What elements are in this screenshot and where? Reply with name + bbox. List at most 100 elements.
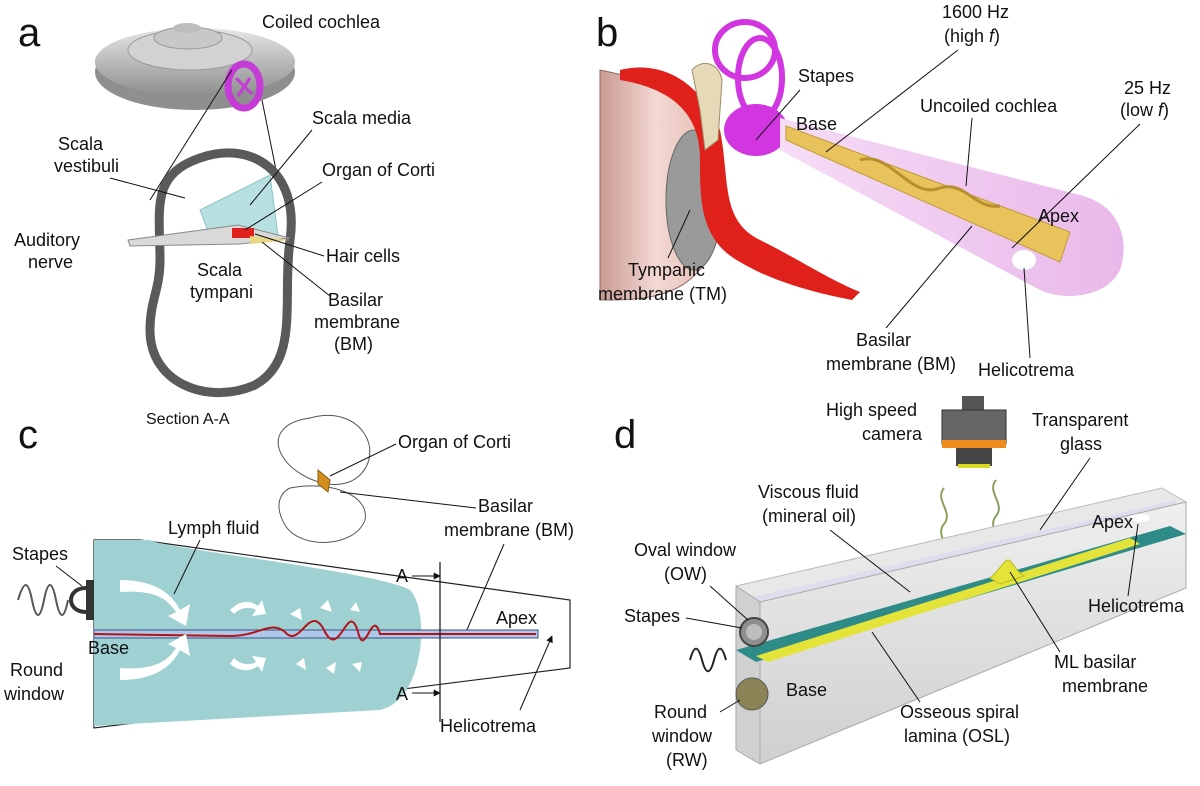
leader-stapes-d [685,617,743,629]
low-f-text: (low [1120,100,1158,120]
label-viscous-2: (mineral oil) [762,506,856,526]
label-base-d: Base [786,680,827,700]
panel-d: d High speed camera Transparent glass Vi… [614,396,1188,770]
label-glass-1: Transparent [1032,410,1128,430]
label-helicotrema-d: Helicotrema [1088,596,1185,616]
stapes-plate-c [86,580,94,620]
label-round-window-c-1: Round [10,660,63,680]
label-auditory-nerve-1: Auditory [14,230,80,250]
label-viscous-1: Viscous fluid [758,482,859,502]
label-lymph-fluid: Lymph fluid [168,518,259,538]
label-apex-d: Apex [1092,512,1133,532]
low-f-italic: f [1158,100,1165,120]
panel-letter-c: c [18,413,38,457]
label-osl-1: Osseous spiral [900,702,1019,722]
label-ml-2: membrane [1062,676,1148,696]
label-round-window-d-2: window [651,726,713,746]
ossicles [691,62,723,151]
label-osl-2: lamina (OSL) [904,726,1010,746]
label-basilar-c-1: Basilar [478,496,533,516]
label-basilar-b-2: membrane (BM) [826,354,956,374]
label-a-top: A [396,566,408,586]
panel-b: b 1600 Hz (high f) Stapes Base 25 Hz (lo… [596,2,1171,380]
leader-basilar-b [885,225,973,329]
label-stapes-c: Stapes [12,544,68,564]
panel-letter-d: d [614,413,636,457]
sound-wave-c-icon [17,584,69,616]
high-f-italic: f [989,26,996,46]
membrane-bulge [989,559,1026,585]
label-scala-vestibuli-1: Scala [58,134,104,154]
stapes-arch-c [69,586,87,614]
label-glass-2: glass [1060,434,1102,454]
label-apex-b: Apex [1038,206,1079,226]
label-helicotrema-c: Helicotrema [440,716,537,736]
label-basilar-c-2: membrane (BM) [444,520,574,540]
label-organ-of-corti: Organ of Corti [322,160,435,180]
membrane-wave [859,157,1001,208]
sound-wave-d-icon [689,647,727,673]
leader-basilar-a [261,241,331,297]
section-sketch [277,415,371,543]
cochlea-section-ring-icon [224,60,264,112]
label-camera-1: High speed [826,400,917,420]
label-low-f-2: (low f) [1120,100,1169,120]
box-front-face [759,501,1187,765]
label-uncoiled-cochlea: Uncoiled cochlea [920,96,1058,116]
leader-organ-of-corti-c [329,443,397,477]
leader-stapes-c [55,565,83,587]
label-scala-tympani-2: tympani [190,282,253,302]
flow-arrows-icon [120,580,362,680]
panel-letter-a: a [18,11,41,55]
label-tympanic-2: membrane (TM) [598,284,727,304]
round-window-icon [735,677,769,711]
high-speed-camera-icon [941,396,1007,468]
label-auditory-nerve-2: nerve [28,252,73,272]
leader-glass [1039,457,1091,531]
leader-helicotrema-d [1127,523,1139,597]
high-f-text: (high [944,26,989,46]
label-hair-cells: Hair cells [326,246,400,266]
label-base-c: Base [88,638,129,658]
label-organ-of-corti-c: Organ of Corti [398,432,511,452]
leader-uncoiled [965,117,973,187]
basilar-membrane-strip [785,125,1071,263]
leader-viscous [829,529,911,593]
high-f-close: ) [994,26,1000,46]
leader-ml [1009,571,1061,653]
label-camera-2: camera [862,424,923,444]
label-a-bottom: A [396,684,408,704]
leader-stapes-b [755,89,801,141]
helicotrema-hole-d [1130,514,1150,522]
label-section-a-a: Section A-A [146,411,230,428]
label-round-window-c-2: window [3,684,65,704]
leader-scala-vestibuli [109,177,186,199]
leader-lymph [173,539,201,595]
leader-basilar-c [339,491,477,509]
label-basilar-a-3: (BM) [334,334,373,354]
label-basilar-a-1: Basilar [328,290,383,310]
label-scala-media: Scala media [312,108,412,128]
ml-basilar-strip [756,538,1140,662]
panel-a: a Coiled cochlea Scala vestibuli Scala m… [14,11,435,398]
low-f-close: ) [1163,100,1169,120]
semicircular-canals-icon [712,19,785,121]
label-scala-vestibuli-2: vestibuli [54,156,119,176]
leader-hair-cells [254,233,325,257]
blood-vessel [620,67,860,300]
leader-helicotrema-c [519,635,553,711]
leader-tympanic [667,209,691,259]
label-scala-tympani-1: Scala [197,260,243,280]
label-round-window-d-3: (RW) [666,750,708,770]
label-high-f-2: (high f) [944,26,1000,46]
leader-osl [871,631,921,703]
label-basilar-b-1: Basilar [856,330,911,350]
label-high-f-1: 1600 Hz [942,2,1009,22]
label-low-f-1: 25 Hz [1124,78,1171,98]
label-basilar-a-2: membrane [314,312,400,332]
zoom-line-right [261,99,279,181]
label-stapes-b: Stapes [798,66,854,86]
label-coiled-cochlea: Coiled cochlea [262,12,381,32]
label-apex-c: Apex [496,608,537,628]
label-ml-1: ML basilar [1054,652,1136,672]
